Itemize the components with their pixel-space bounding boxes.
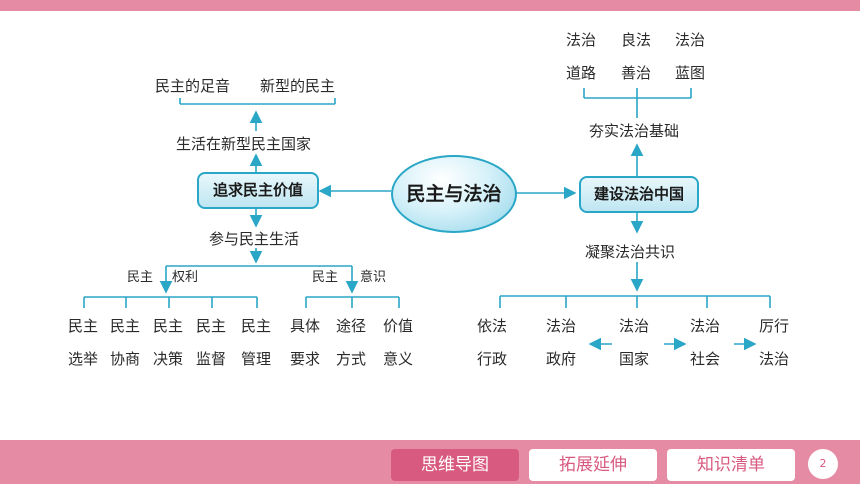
right-item-top: 民主 <box>68 317 99 335</box>
rights-group-label-1: 民主 <box>127 270 154 285</box>
awareness-item-top: 具体 <box>290 317 321 335</box>
right-item-bottom: 协商 <box>110 350 141 368</box>
foundation-item-bottom: 善治 <box>621 64 652 82</box>
right-item-bottom: 选举 <box>68 350 99 368</box>
right-branch-box: 建设法治中国 <box>579 176 699 213</box>
top-bar <box>0 0 860 11</box>
consensus-item-top: 厉行 <box>759 317 790 335</box>
left-branch-box: 追求民主价值 <box>197 172 319 209</box>
rights-group-label-2: 权利 <box>172 270 199 285</box>
right-item-top: 民主 <box>241 317 272 335</box>
left-upper-item-2: 新型的民主 <box>260 77 336 95</box>
awareness-item-bottom: 方式 <box>336 350 367 368</box>
foundation-item-top: 法治 <box>675 31 706 49</box>
extension-tab[interactable]: 拓展延伸 <box>529 449 657 481</box>
central-topic: 民主与法治 <box>391 155 517 233</box>
right-item-top: 民主 <box>153 317 184 335</box>
awareness-group-label-2: 意识 <box>360 270 387 285</box>
consensus-item-bottom: 法治 <box>759 350 790 368</box>
connector-lines <box>83 88 771 351</box>
awareness-item-bottom: 意义 <box>383 350 414 368</box>
consensus-item-top: 法治 <box>690 317 721 335</box>
left-lower-step: 参与民主生活 <box>209 230 300 248</box>
foundation-item-top: 法治 <box>566 31 597 49</box>
awareness-item-bottom: 要求 <box>290 350 321 368</box>
consensus-item-top: 法治 <box>546 317 577 335</box>
right-upper-step: 夯实法治基础 <box>589 122 680 140</box>
foundation-item-bottom: 蓝图 <box>675 64 706 82</box>
consensus-item-top: 依法 <box>477 317 508 335</box>
right-item-top: 民主 <box>110 317 141 335</box>
awareness-group-label-1: 民主 <box>312 270 339 285</box>
right-item-bottom: 管理 <box>241 350 272 368</box>
consensus-item-bottom: 政府 <box>546 350 577 368</box>
right-item-bottom: 监督 <box>196 350 227 368</box>
consensus-item-bottom: 国家 <box>619 350 650 368</box>
right-item-bottom: 决策 <box>153 350 184 368</box>
mind-map-tab[interactable]: 思维导图 <box>391 449 519 481</box>
left-upper-item-1: 民主的足音 <box>155 77 231 95</box>
left-upper-step: 生活在新型民主国家 <box>176 135 312 153</box>
awareness-item-top: 途径 <box>336 317 367 335</box>
right-item-top: 民主 <box>196 317 227 335</box>
consensus-item-bottom: 行政 <box>477 350 508 368</box>
foundation-item-bottom: 道路 <box>566 64 597 82</box>
foundation-item-top: 良法 <box>621 31 652 49</box>
consensus-item-bottom: 社会 <box>690 350 721 368</box>
consensus-item-top: 法治 <box>619 317 650 335</box>
awareness-item-top: 价值 <box>383 317 414 335</box>
checklist-tab[interactable]: 知识清单 <box>667 449 795 481</box>
right-lower-step: 凝聚法治共识 <box>585 243 676 261</box>
page-number-badge: 2 <box>808 449 838 479</box>
